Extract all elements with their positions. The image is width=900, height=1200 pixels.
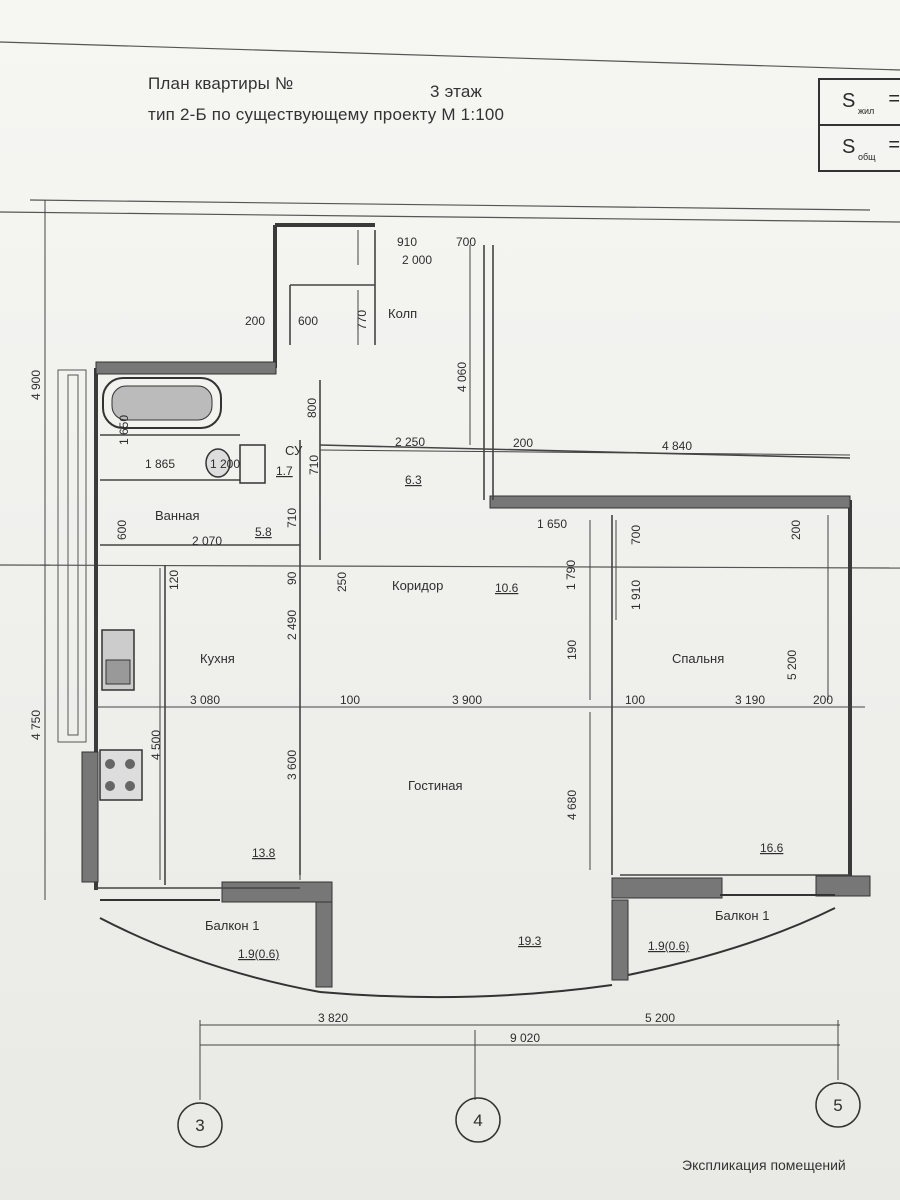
dim-5200: 5 200 [785,650,799,680]
sheet-border-lines [0,41,900,569]
room-corridor-area: 10.6 [495,581,519,595]
hatched-walls [81,361,871,988]
dim-2490: 2 490 [285,610,299,640]
toilet [205,444,266,484]
window-strip [57,369,87,743]
stamp-total-row: S общ = [820,126,900,170]
stamp-living-s: S [842,90,856,112]
room-balcony-right-area: 1.9(0.6) [648,939,689,953]
dim-600a: 600 [298,314,318,328]
axis-circle-3 [177,1102,223,1148]
dim-1200: 1 200 [210,457,240,471]
dim-100a: 100 [340,693,360,707]
dim-190: 190 [565,640,579,660]
dim-2070: 2 070 [192,534,222,548]
area-stamp: S жил = S общ = [818,78,900,172]
dim-200a: 200 [245,314,265,328]
dim-1790: 1 790 [564,560,578,590]
axis-circle-4 [455,1097,501,1143]
room-living-area: 19.3 [518,934,542,948]
dim-700b: 700 [629,525,643,545]
dim-3820: 3 820 [318,1011,348,1025]
room-bedroom-area: 16.6 [760,841,784,855]
dimension-lines [40,200,865,1100]
room-living: Гостиная [408,778,463,793]
room-su: СУ [285,443,303,458]
dim-4840: 4 840 [662,439,692,453]
room-kitchen-area: 13.8 [252,846,276,860]
room-balcony-left: Балкон 1 [205,918,259,933]
room-balcony-right: Балкон 1 [715,908,769,923]
room-bedroom: Спальня [672,651,724,666]
floor-label: 3 этаж [430,82,483,101]
dim-250: 250 [335,572,349,592]
axis-markers: 3 4 5 [177,1082,861,1148]
stamp-living-sub: жил [858,106,875,116]
dim-3080: 3 080 [190,693,220,707]
dim-4500: 4 500 [149,730,163,760]
explication-heading: Экспликация помещений [682,1157,846,1173]
stamp-total-eq: = [888,134,900,156]
dim-710a: 710 [307,455,321,475]
dim-4680: 4 680 [565,790,579,820]
axis-label-4: 4 [473,1111,482,1130]
balcony-outline [99,894,836,999]
dim-710b: 710 [285,508,299,528]
dim-5200b: 5 200 [645,1011,675,1025]
dim-100b: 100 [625,693,645,707]
dim-4060: 4 060 [455,362,469,392]
dim-9020: 9 020 [510,1031,540,1045]
room-su-area: 1.7 [276,464,293,478]
inner-walls [96,230,851,889]
dim-120: 120 [167,570,181,590]
dim-1650b: 1 650 [537,517,567,531]
dim-3190: 3 190 [735,693,765,707]
dim-3900: 3 900 [452,693,482,707]
dim-1650: 1 650 [117,415,131,445]
room-kolp: Колп [388,306,417,321]
dim-770: 770 [355,310,369,330]
dim-700: 700 [456,235,476,249]
axis-label-5: 5 [833,1096,842,1115]
kitchen-sink [101,629,135,691]
stamp-living-row: S жил = [820,80,900,126]
room-hall-area: 6.3 [405,473,422,487]
dim-2250: 2 250 [395,435,425,449]
dim-1910: 1 910 [629,580,643,610]
dim-2000: 2 000 [402,253,432,267]
dim-200d: 200 [813,693,833,707]
axis-label-3: 3 [195,1116,204,1135]
dim-4900: 4 900 [29,370,43,400]
stamp-total-sub: общ [858,152,876,162]
dim-4750: 4 750 [29,710,43,740]
room-labels: Колп СУ 1.7 6.3 Ванная 5.8 Коридор 10.6 … [155,306,784,961]
dim-200b: 200 [513,436,533,450]
dimension-labels: 910 700 2 000 200 600 770 800 4 900 4 06… [29,235,833,1045]
dim-3600: 3 600 [285,750,299,780]
plan-type: тип 2-Б по существующему проекту М 1:100 [148,105,505,124]
axis-circle-5 [815,1082,861,1128]
room-corridor: Коридор [392,578,443,593]
room-kitchen: Кухня [200,651,235,666]
plan-title: План квартиры № [148,74,294,93]
dim-910: 910 [397,235,417,249]
bathtub [102,377,222,429]
dim-600b: 600 [115,520,129,540]
stamp-living-eq: = [888,88,900,110]
dim-200c: 200 [789,520,803,540]
stamp-total-s: S [842,136,856,158]
dim-1865: 1 865 [145,457,175,471]
room-bath-area: 5.8 [255,525,272,539]
room-balcony-left-area: 1.9(0.6) [238,947,279,961]
dim-800: 800 [305,398,319,418]
outer-walls [94,223,852,890]
dim-90: 90 [285,571,299,585]
kitchen-stove [99,749,143,801]
room-bath: Ванная [155,508,200,523]
